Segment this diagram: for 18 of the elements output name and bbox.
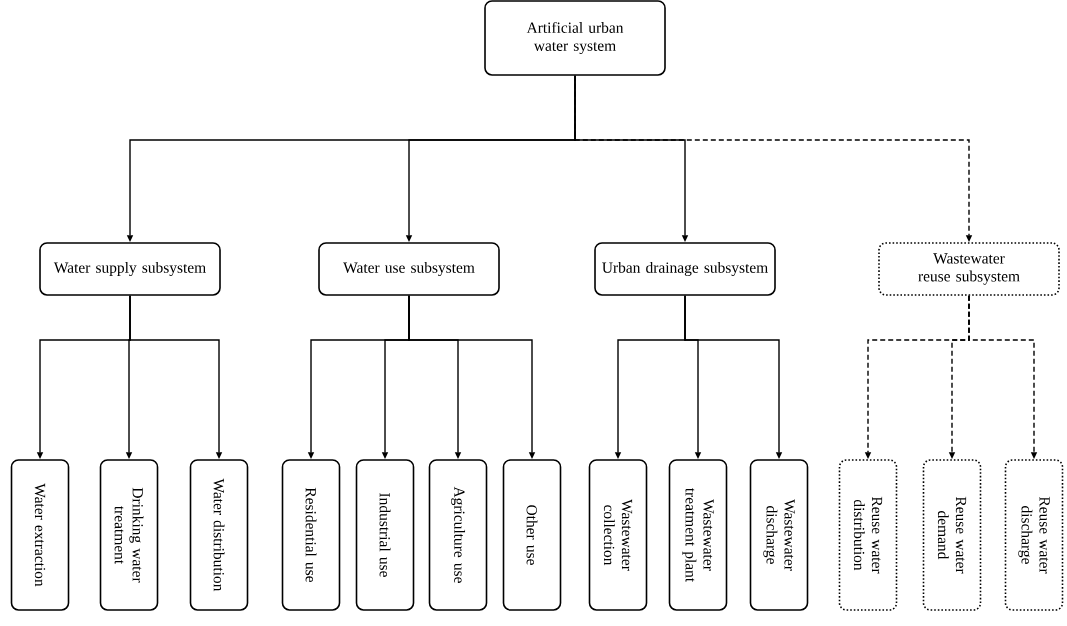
leaf-box: Reuse water distribution [838, 459, 898, 611]
process-box: Artificial urban water system [484, 0, 666, 76]
process-box: Wastewater reuse subsystem [878, 242, 1060, 296]
leaf-box: Reuse water discharge [1004, 459, 1064, 611]
leaf-box: Water distribution [189, 459, 249, 611]
leaf-box: Residential use [281, 459, 341, 611]
process-box: Urban drainage subsystem [594, 242, 776, 296]
leaf-box: Reuse water demand [922, 459, 982, 611]
process-box: Water supply subsystem [39, 242, 221, 296]
leaf-box: Water extraction [10, 459, 70, 611]
leaf-box: Industrial use [355, 459, 415, 611]
leaf-box: Drinking water treatment [99, 459, 159, 611]
leaf-box: Other use [502, 459, 562, 611]
leaf-box: Wastewater treatment plant [668, 459, 728, 611]
leaf-box: Wastewater collection [588, 459, 648, 611]
leaf-box: Agriculture use [428, 459, 488, 611]
leaf-box: Wastewater discharge [749, 459, 809, 611]
process-box: Water use subsystem [318, 242, 500, 296]
